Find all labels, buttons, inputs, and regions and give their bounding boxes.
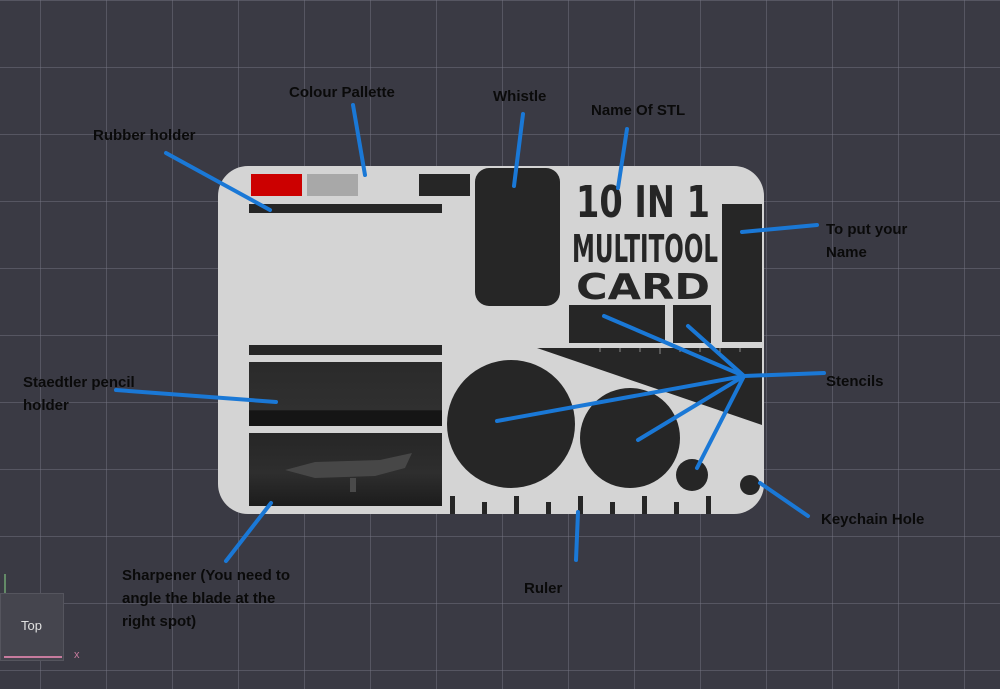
label-name-of-stl: Name Of STL	[591, 102, 686, 119]
leader-rubber-holder	[164, 151, 272, 212]
gray-swatch	[307, 174, 358, 196]
sharpener-blade-shape	[285, 453, 412, 478]
title-line1: 10 IN 1	[576, 177, 710, 228]
label-rubber-holder: Rubber holder	[93, 127, 196, 144]
leader-colour-pallette	[351, 103, 367, 177]
label-keychain-hole: Keychain Hole	[821, 511, 925, 528]
leader-stencil-circle-medium	[636, 374, 746, 442]
red-swatch	[251, 174, 302, 196]
ruler-ticks	[450, 496, 711, 514]
leader-stencils	[742, 371, 826, 378]
label-whistle: Whistle	[493, 88, 547, 105]
leader-ruler	[574, 510, 580, 562]
leader-stencil-circle-large	[495, 374, 746, 423]
leader-pencil-holder	[114, 388, 278, 404]
label-staedtler-line1: Staedtler pencil	[23, 374, 135, 391]
stencil-circle-small	[676, 459, 708, 491]
title-line2: MULTITOOL	[572, 227, 718, 271]
pencil-slot-thin	[249, 345, 442, 355]
view-cube[interactable]: Top	[0, 593, 64, 661]
view-cube-label: Top	[21, 618, 42, 633]
whistle-cutout	[475, 168, 560, 306]
leader-name-slot	[740, 223, 819, 234]
leader-stencil-circle-small	[695, 374, 746, 470]
rubber-holder-slot	[249, 204, 442, 213]
label-sharpener-line1: Sharpener (You need to	[122, 567, 291, 584]
label-staedtler-line2: holder	[23, 397, 69, 414]
stencil-triangle	[537, 348, 762, 425]
leader-stencil-rect	[602, 314, 746, 378]
leader-lines	[114, 103, 826, 563]
label-to-put-your-name-line2: Name	[826, 244, 867, 261]
leader-stencil-small-rect	[686, 324, 746, 378]
stl-title: 10 IN 1 MULTITOOL CARD	[572, 177, 718, 308]
leader-keychain	[758, 481, 810, 518]
axis-x-label: x	[74, 649, 80, 661]
pencil-holder-slot	[249, 362, 442, 426]
label-sharpener-line2: angle the blade at the	[122, 590, 276, 607]
label-ruler: Ruler	[524, 580, 563, 597]
stencil-circle-medium	[580, 388, 680, 488]
title-line3: CARD	[576, 267, 710, 308]
sharpener-notch	[350, 478, 356, 492]
stencil-circle-large	[447, 360, 575, 488]
leader-whistle	[512, 112, 525, 188]
triangle-ticks	[599, 348, 741, 354]
leader-name-of-stl	[616, 127, 629, 190]
leader-sharpener	[224, 501, 273, 563]
keychain-hole	[740, 475, 760, 495]
dark-swatch	[419, 174, 470, 196]
label-to-put-your-name-line1: To put your	[826, 221, 908, 238]
stencil-rect-small	[673, 305, 711, 343]
axis-x-line	[4, 656, 62, 658]
label-sharpener-line3: right spot)	[122, 613, 197, 630]
label-stencils: Stencils	[826, 373, 884, 390]
name-slot	[722, 204, 762, 342]
label-colour-pallette: Colour Pallette	[289, 84, 395, 101]
